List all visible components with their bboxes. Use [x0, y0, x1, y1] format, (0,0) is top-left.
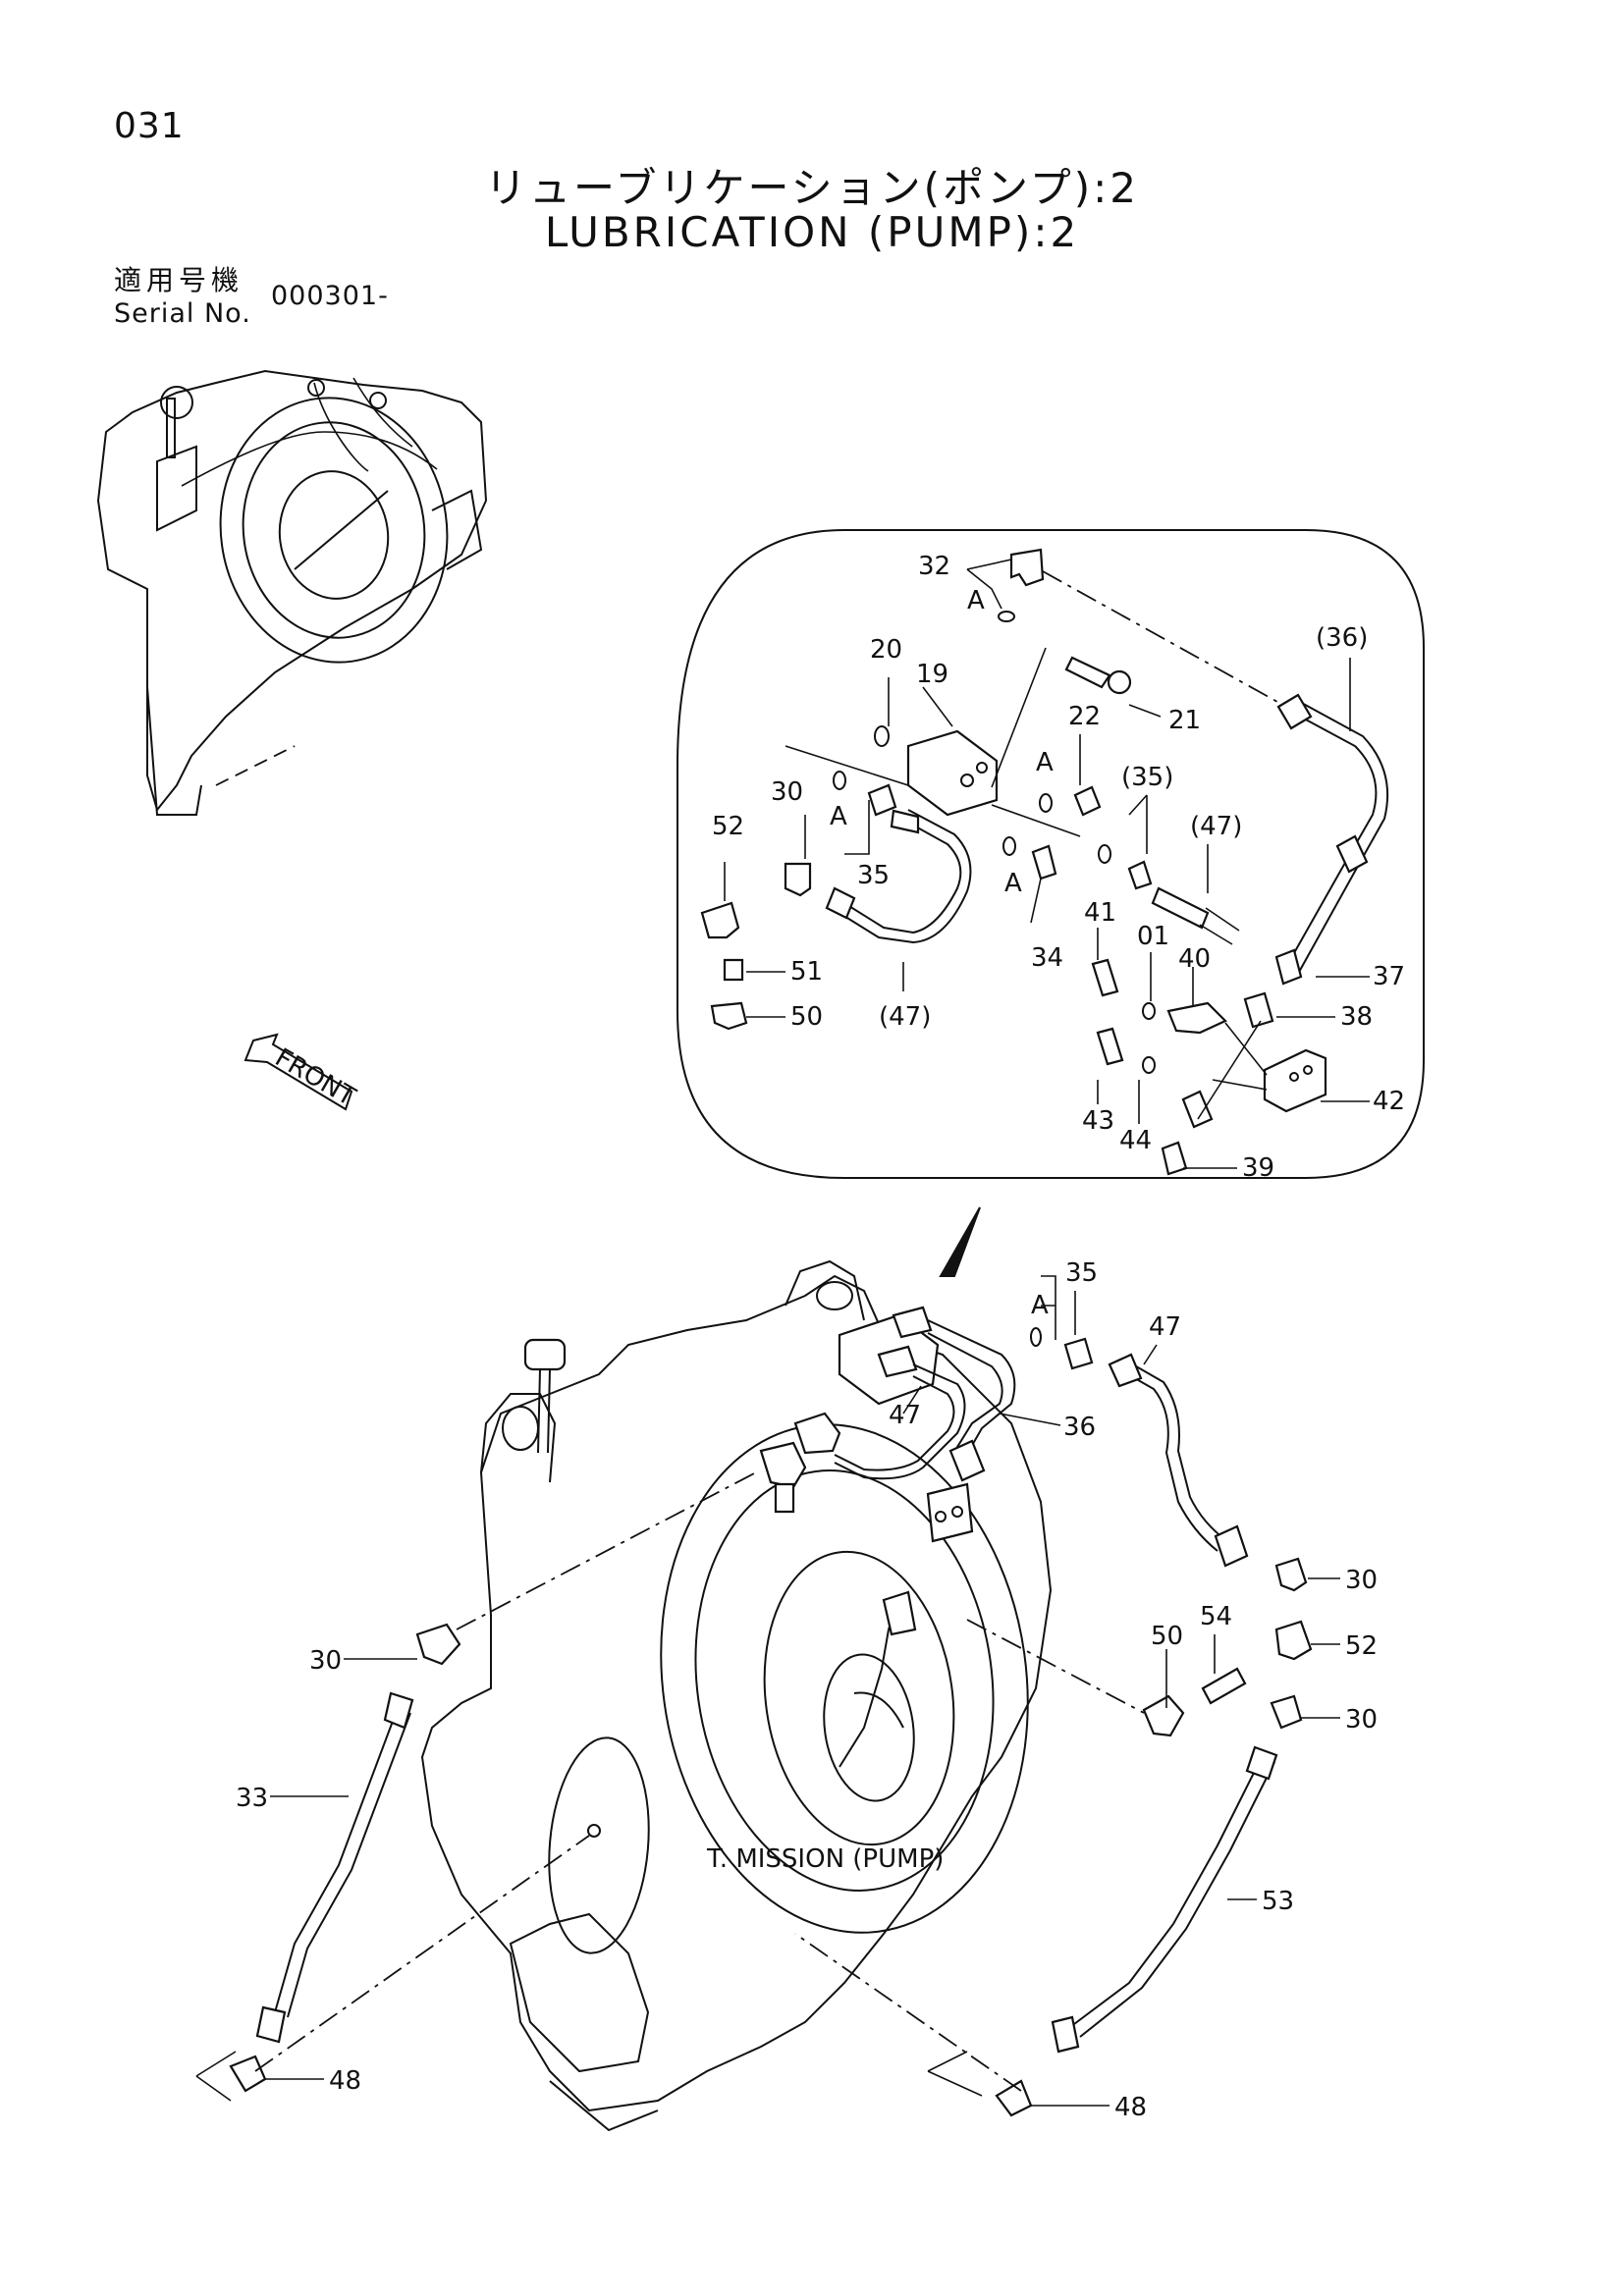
- callout-47-ref-lower: (47): [879, 1002, 931, 1032]
- serial-number-value: 000301-: [271, 281, 389, 311]
- detail-view-frame: [677, 529, 1425, 1277]
- serial-label-japanese: 適用号機: [114, 264, 244, 296]
- callout-39: 39: [1242, 1153, 1274, 1183]
- page-number: 031: [114, 106, 185, 146]
- front-label: FRONT: [270, 1043, 360, 1112]
- callout-50-main: 50: [1151, 1622, 1183, 1651]
- serial-label-english: Serial No.: [114, 298, 251, 329]
- callout-43: 43: [1082, 1106, 1114, 1136]
- callout-40: 40: [1178, 944, 1211, 974]
- callout-36-main: 36: [1063, 1413, 1096, 1442]
- page-title-english: LUBRICATION (PUMP):2: [544, 208, 1080, 256]
- callout-21: 21: [1168, 706, 1201, 735]
- main-leader-lines: [265, 1291, 1340, 2107]
- main-housing-drawing: [420, 1259, 1053, 2132]
- callout-32: 32: [918, 552, 950, 581]
- callout-a-34: A: [1004, 869, 1022, 898]
- callout-01: 01: [1137, 922, 1169, 951]
- front-direction-arrow: FRONT: [244, 1033, 360, 1112]
- callout-30-main-upper: 30: [1345, 1566, 1378, 1595]
- callout-35-main: 35: [1065, 1258, 1098, 1288]
- callout-44: 44: [1119, 1126, 1152, 1155]
- callout-54-main: 54: [1200, 1602, 1232, 1631]
- component-label-transmission-pump: T. MISSION (PUMP): [706, 1844, 944, 1874]
- callout-33-main: 33: [236, 1784, 268, 1813]
- callout-36-ref: (36): [1316, 623, 1368, 653]
- callout-38: 38: [1340, 1002, 1373, 1032]
- callout-52-detail: 52: [712, 812, 744, 841]
- callout-22: 22: [1068, 702, 1101, 731]
- callout-50-detail: 50: [790, 1002, 823, 1032]
- callout-35-detail: 35: [857, 861, 890, 890]
- detail-callouts: 32 A 20 19 A 22 21 (36) 30 A 35 (35) (47…: [712, 552, 1405, 1183]
- detail-leader-lines: [724, 559, 1370, 1169]
- callout-42: 42: [1373, 1087, 1405, 1116]
- callout-48-main-left: 48: [329, 2066, 361, 2096]
- callout-30-detail: 30: [771, 777, 803, 807]
- callout-53-main: 53: [1262, 1887, 1294, 1916]
- callout-a-block: A: [1036, 748, 1054, 777]
- overview-housing-drawing: [96, 369, 488, 816]
- main-lube-piping: [229, 1306, 1313, 2117]
- main-dash-lines: [195, 1275, 1145, 2102]
- callout-41: 41: [1084, 898, 1116, 928]
- page-title-japanese: リューブリケーション(ポンプ):2: [484, 164, 1140, 212]
- callout-51: 51: [790, 957, 823, 987]
- callout-37: 37: [1373, 962, 1405, 991]
- main-callouts: 35 A 47 47 36 30 50 54 52 30 30 33 53 48…: [236, 1258, 1378, 2122]
- detail-parts: [700, 548, 1389, 1176]
- callout-52-main: 52: [1345, 1631, 1378, 1661]
- callout-48-main-right: 48: [1114, 2093, 1147, 2122]
- callout-35-ref: (35): [1121, 763, 1173, 792]
- callout-30-main-left: 30: [309, 1646, 342, 1676]
- callout-a-35: A: [830, 802, 847, 831]
- callout-a-top: A: [967, 586, 985, 615]
- callout-34: 34: [1031, 943, 1063, 973]
- callout-47-main-left: 47: [889, 1401, 921, 1430]
- callout-30-main-lower: 30: [1345, 1705, 1378, 1735]
- callout-19: 19: [916, 660, 948, 689]
- callout-a-main: A: [1031, 1291, 1049, 1320]
- callout-47-main-right: 47: [1149, 1312, 1181, 1342]
- callout-47-ref-upper: (47): [1190, 812, 1242, 841]
- callout-20: 20: [870, 635, 902, 665]
